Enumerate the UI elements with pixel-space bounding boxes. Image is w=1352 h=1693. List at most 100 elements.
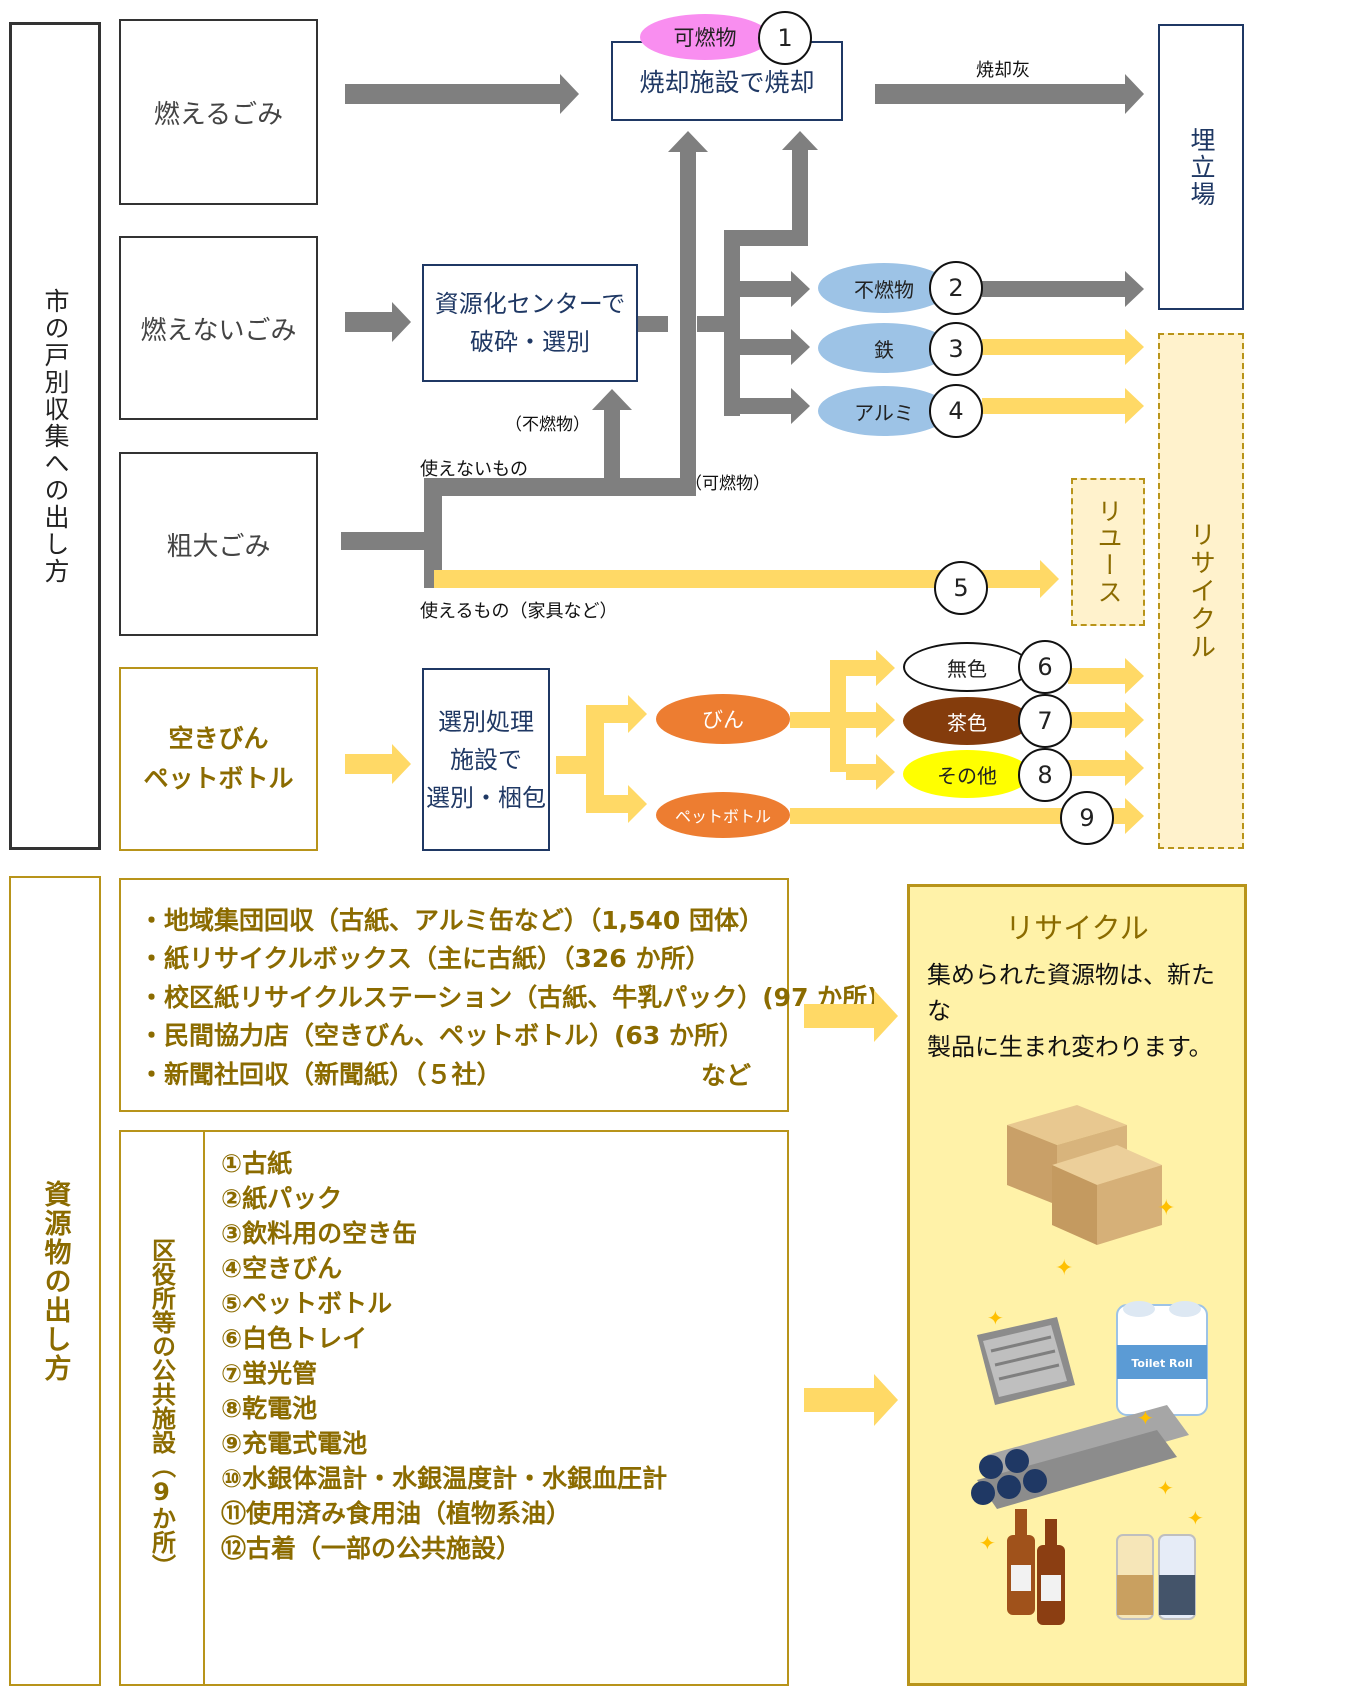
recycle-panel-desc-1: 集められた資源物は、新たな bbox=[927, 961, 1215, 1025]
number-circle-8: 8 bbox=[1018, 748, 1072, 802]
svg-text:✦: ✦ bbox=[1157, 1476, 1174, 1500]
reuse-box: リユース bbox=[1071, 478, 1145, 626]
beer-bottles-icon bbox=[1007, 1509, 1065, 1625]
arrow-colorless-to-recycle bbox=[1068, 658, 1144, 694]
collection-item: ・校区紙リサイクルステーション（古紙、牛乳パック）(97 か所) bbox=[139, 982, 879, 1012]
arrow-noncombustible-to-landfill bbox=[982, 271, 1144, 307]
flow-arrows bbox=[341, 74, 1144, 834]
bottle-split-vertical bbox=[830, 660, 846, 772]
arrow-other-to-recycle bbox=[1068, 750, 1144, 786]
arrow-public-to-recycle bbox=[804, 1374, 898, 1426]
bottle-oval: びん bbox=[656, 694, 790, 744]
public-item: ⑪使用済み食用油（植物系油） bbox=[221, 1499, 572, 1528]
splitter-link bbox=[697, 316, 725, 332]
arrow-to-colorless bbox=[846, 650, 895, 686]
burnable-waste-label: 燃えるごみ bbox=[153, 99, 284, 130]
collection-item: ・民間協力店（空きびん、ペットボトル）(63 か所） bbox=[139, 1021, 744, 1051]
resource-center-label-1: 資源化センターで bbox=[434, 290, 626, 318]
steel-pipes-icon bbox=[971, 1405, 1189, 1509]
arrow-burnable-to-incinerator bbox=[345, 74, 579, 114]
number-circle-6: 6 bbox=[1018, 640, 1072, 694]
public-heading: 区役所等の公共施設（9か所） bbox=[147, 1238, 176, 1578]
sorting-facility-label-2: 施設で bbox=[450, 745, 522, 774]
nonburn-paren-label: （不燃物） bbox=[505, 415, 590, 435]
collection-item: ・地域集団回収（古紙、アルミ缶など）（1,540 団体） bbox=[139, 906, 765, 935]
public-item: ⑤ペットボトル bbox=[221, 1289, 393, 1318]
sorting-facility-label-1: 選別処理 bbox=[438, 707, 534, 736]
arrow-ash-to-landfill bbox=[875, 74, 1144, 114]
public-item: ④空きびん bbox=[221, 1254, 343, 1283]
bottles-box: 空きびん ペットボトル bbox=[119, 667, 318, 851]
burnable-waste-box: 燃えるごみ bbox=[119, 19, 318, 205]
arrow-to-aluminum bbox=[740, 388, 810, 424]
svg-text:✦: ✦ bbox=[1055, 1256, 1073, 1281]
arrow-aluminum-to-recycle bbox=[982, 388, 1144, 424]
recycled-products-illustration: ✦ ✦ ✦ Toilet Roll ✦ ✦ bbox=[971, 1105, 1208, 1625]
bulky-split-vertical bbox=[424, 478, 442, 588]
sorting-split-vertical bbox=[586, 705, 604, 813]
ash-label: 焼却灰 bbox=[976, 60, 1030, 81]
recycle-box: リサイクル bbox=[1158, 333, 1244, 849]
landfill-label: 埋立場 bbox=[1187, 126, 1216, 208]
sorting-facility-box: 選別処理 施設で 選別・梱包 bbox=[422, 668, 550, 851]
svg-text:✦: ✦ bbox=[1187, 1506, 1204, 1530]
aluminum-oval: アルミ bbox=[818, 386, 950, 436]
usable-label: 使えるもの（家具など） bbox=[420, 601, 618, 622]
arrow-usable-to-reuse bbox=[434, 560, 1059, 598]
iron-oval: 鉄 bbox=[818, 323, 950, 373]
collection-item: ・新聞社回収（新聞紙）（５社） bbox=[139, 1059, 502, 1089]
public-item: ⑨充電式電池 bbox=[221, 1429, 368, 1458]
public-item: ⑩水銀体温計・水銀温度計・水銀血圧計 bbox=[221, 1464, 668, 1493]
splitter-to-incinerator-h bbox=[724, 230, 808, 246]
sorting-split-stub bbox=[556, 756, 586, 774]
toilet-roll-icon: Toilet Roll bbox=[1116, 1301, 1208, 1416]
public-item: ⑧乾電池 bbox=[221, 1394, 318, 1423]
public-item: ⑦蛍光管 bbox=[221, 1359, 318, 1388]
household-side-box: 市の戸別収集への出し方 bbox=[9, 22, 101, 850]
colorless-oval: 無色 bbox=[903, 642, 1031, 692]
public-item: ①古紙 bbox=[221, 1149, 293, 1178]
recycle-label: リサイクル bbox=[1185, 521, 1216, 661]
recycle-panel-title: リサイクル bbox=[1005, 911, 1149, 945]
burn-paren-label: （可燃物） bbox=[685, 474, 770, 494]
public-item: ⑫古着（一部の公共施設） bbox=[221, 1534, 522, 1563]
bulky-waste-label: 粗大ごみ bbox=[166, 531, 271, 562]
svg-text:✦: ✦ bbox=[1137, 1406, 1154, 1430]
collection-list: ・地域集団回収（古紙、アルミ缶など）（1,540 団体） ・紙リサイクルボックス… bbox=[139, 902, 879, 1094]
arrow-to-bottle bbox=[604, 695, 647, 733]
svg-text:✦: ✦ bbox=[987, 1306, 1004, 1330]
resources-side-box: 資源物の出し方 bbox=[9, 876, 101, 1686]
landfill-box: 埋立場 bbox=[1158, 24, 1244, 310]
other-oval: その他 bbox=[903, 750, 1031, 798]
arrow-splitter-to-incinerator bbox=[782, 131, 818, 246]
resource-center-box: 資源化センターで 破砕・選別 bbox=[422, 264, 638, 382]
collection-etc: など bbox=[701, 1061, 752, 1090]
arrow-to-pet bbox=[604, 785, 647, 823]
svg-text:✦: ✦ bbox=[979, 1531, 996, 1555]
sorting-facility-label-3: 選別・梱包 bbox=[426, 783, 546, 812]
public-facilities-box: 区役所等の公共施設（9か所） ①古紙 ②紙パック ③飲料用の空き缶 ④空きびん … bbox=[119, 1130, 789, 1686]
svg-text:✦: ✦ bbox=[1157, 1196, 1175, 1221]
public-item: ②紙パック bbox=[221, 1184, 343, 1213]
arrow-to-iron bbox=[740, 329, 810, 365]
number-circle-5: 5 bbox=[934, 561, 988, 615]
arrow-bottles-to-sorting bbox=[345, 744, 411, 784]
public-item: ③飲料用の空き缶 bbox=[221, 1219, 418, 1248]
household-side-label: 市の戸別収集への出し方 bbox=[41, 287, 70, 585]
number-circle-9: 9 bbox=[1060, 791, 1114, 845]
bulky-waste-box: 粗大ごみ bbox=[119, 452, 318, 636]
resources-side-label: 資源物の出し方 bbox=[39, 1179, 71, 1383]
arrow-to-incinerator-from-bulky bbox=[668, 131, 708, 496]
brown-oval: 茶色 bbox=[903, 697, 1031, 745]
arrow-nonburnable-to-center bbox=[345, 302, 411, 342]
collection-box: ・地域集団回収（古紙、アルミ缶など）（1,540 団体） ・紙リサイクルボックス… bbox=[119, 878, 879, 1112]
bottles-label-2: ペットボトル bbox=[143, 764, 294, 793]
arrow-iron-to-recycle bbox=[982, 329, 1144, 365]
pet-oval: ペットボトル bbox=[656, 792, 790, 838]
number-circle-1: 1 bbox=[758, 11, 812, 65]
noncombustible-oval: 不燃物 bbox=[818, 263, 950, 313]
nonburnable-waste-label: 燃えないごみ bbox=[140, 315, 297, 346]
newspaper-icon bbox=[977, 1317, 1075, 1405]
number-circle-4: 4 bbox=[929, 384, 983, 438]
toilet-roll-text: Toilet Roll bbox=[1131, 1357, 1192, 1370]
